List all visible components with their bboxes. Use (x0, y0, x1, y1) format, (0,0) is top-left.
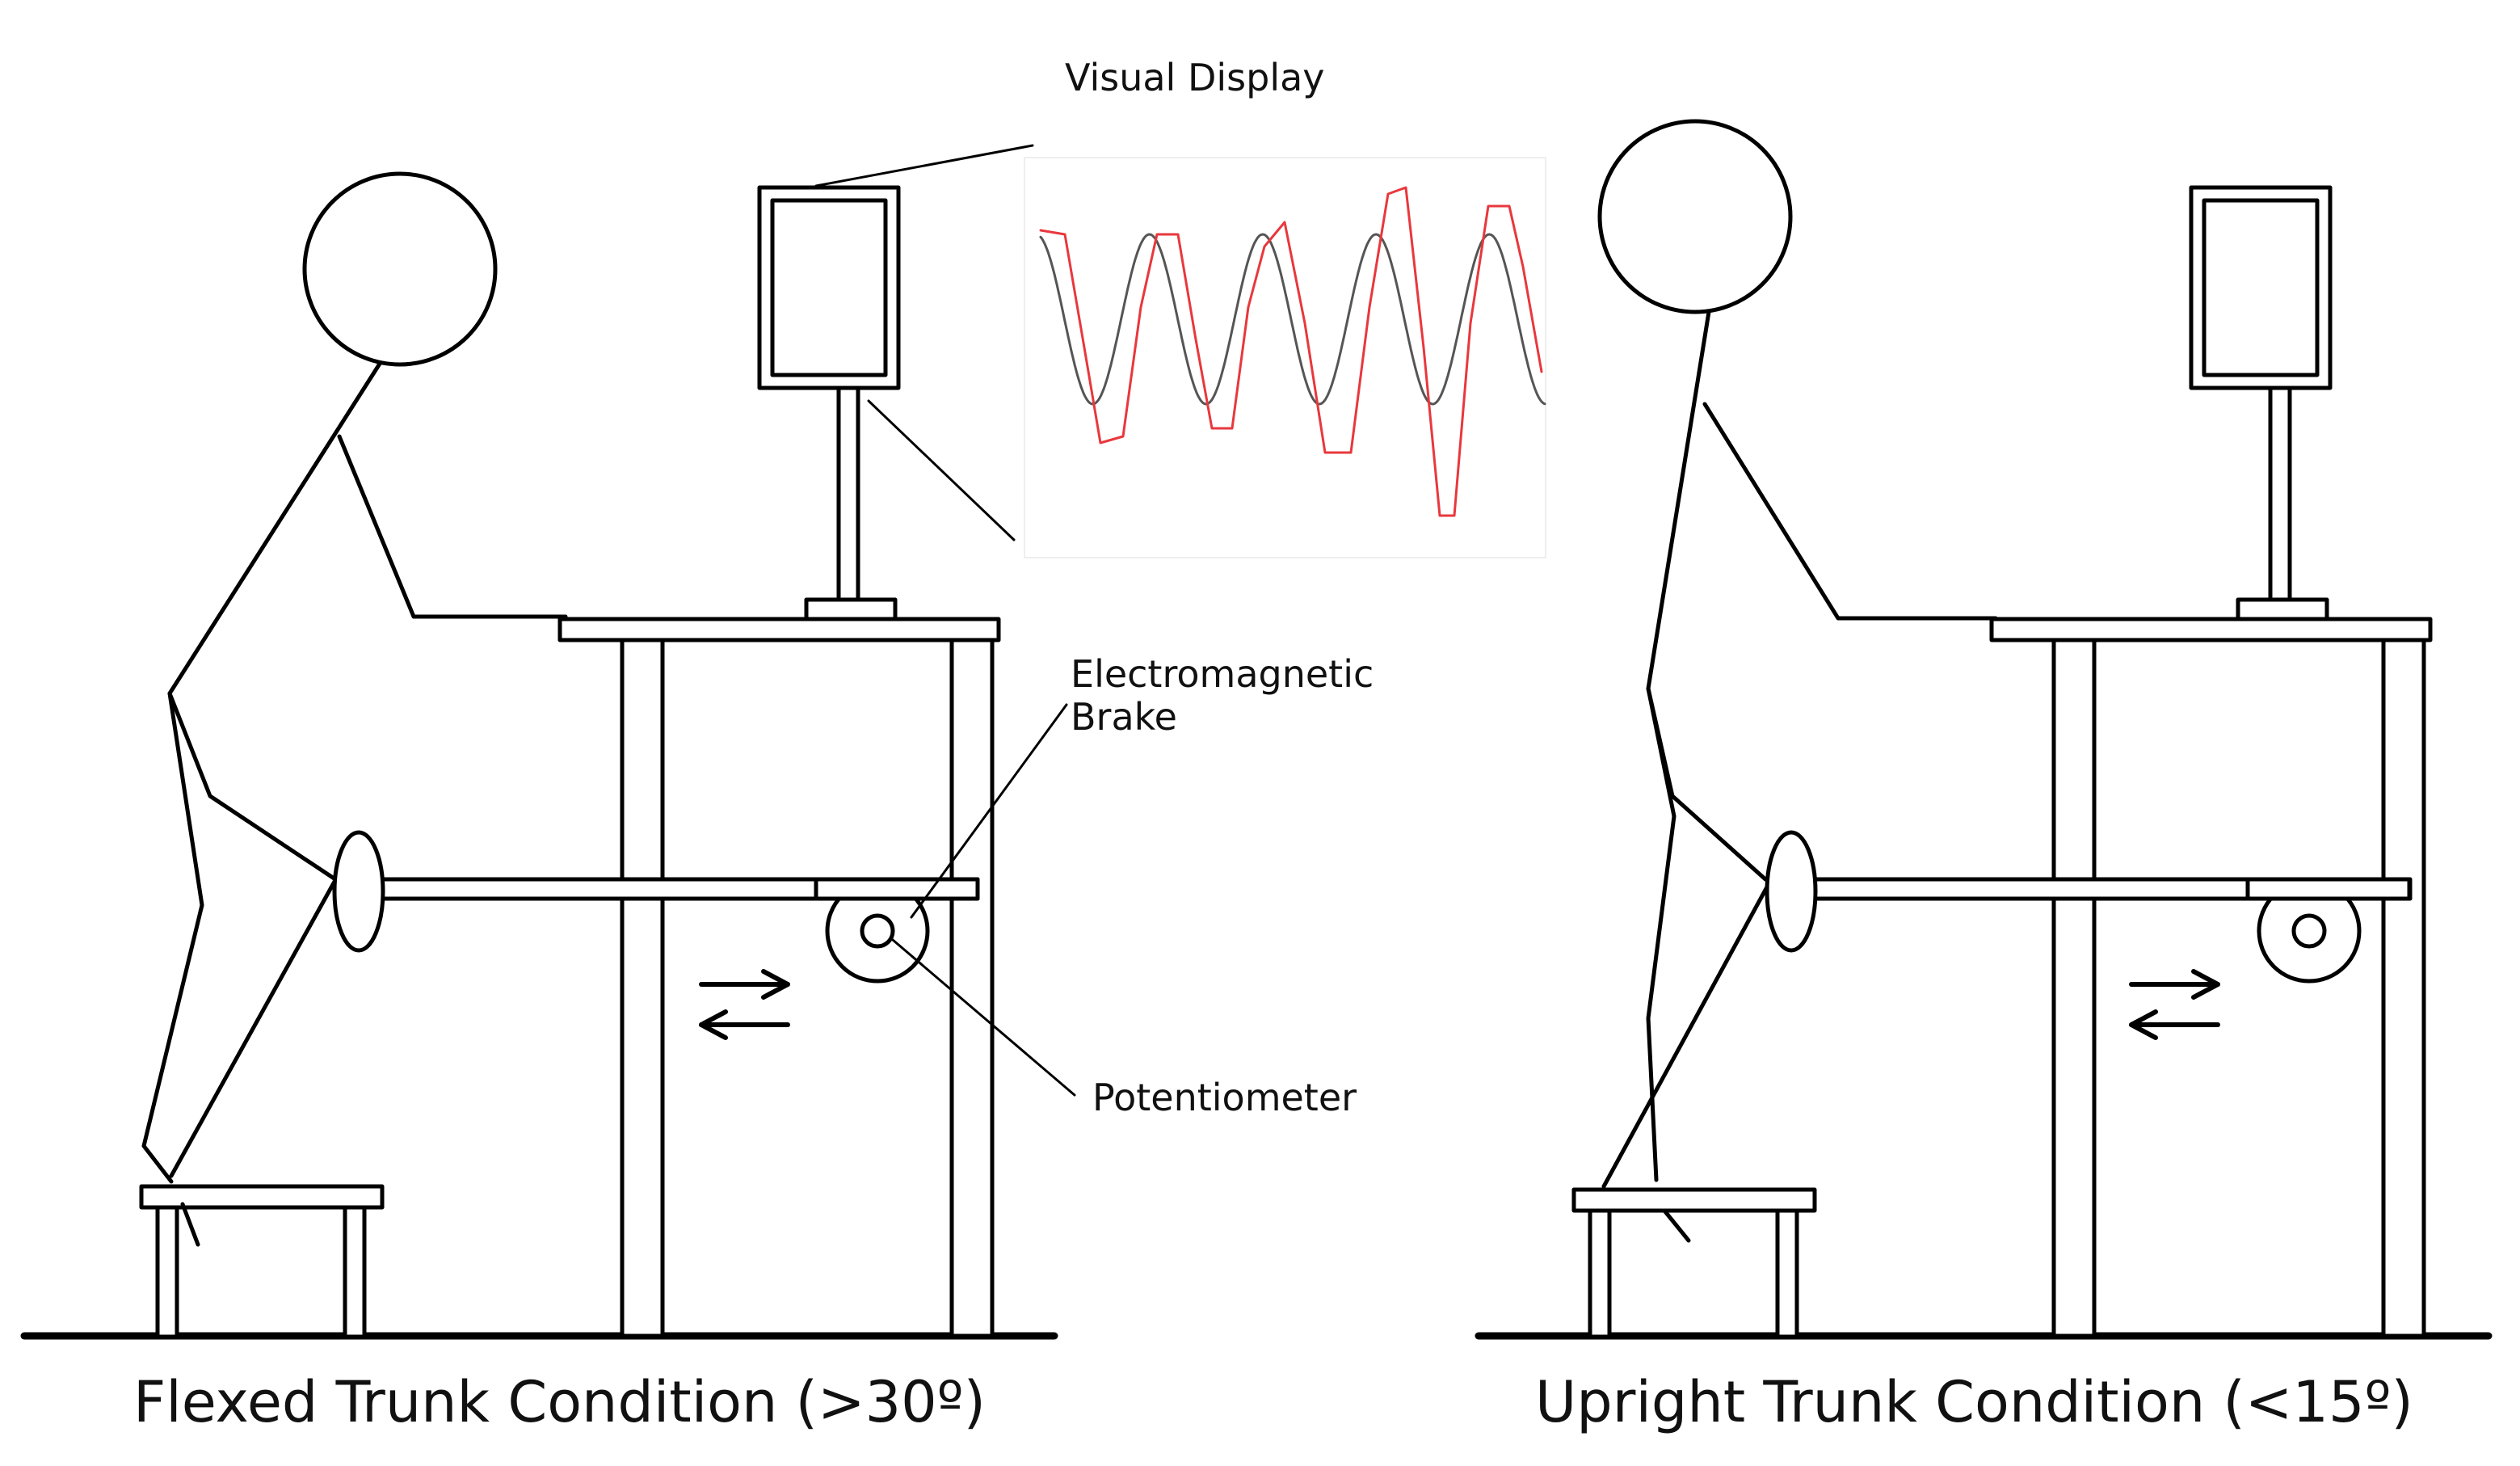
shin (169, 870, 342, 1178)
display-inset (1024, 157, 1546, 558)
visual-display-monitor (2189, 185, 2333, 621)
desk (557, 617, 1001, 1338)
head (302, 171, 498, 367)
brake-assembly (2245, 877, 2412, 984)
potentiometer (860, 913, 895, 949)
upright-caption: Upright Trunk Condition (<15º) (1535, 1369, 2413, 1435)
shin (1601, 880, 1772, 1189)
arm (1702, 402, 1998, 621)
knee-pad (332, 830, 385, 953)
electromagnetic-brake-label: Electromagnetic Brake (1071, 653, 1374, 739)
foot (180, 1202, 200, 1247)
upright-scene (1475, 119, 2493, 1340)
upright-figure (1597, 119, 1998, 1243)
brake-assembly (814, 877, 980, 984)
target-trace (1039, 233, 1546, 406)
arm (337, 434, 568, 619)
response-trace (1039, 186, 1543, 517)
thigh (167, 691, 338, 882)
flexed-figure (141, 171, 568, 1247)
foot (1662, 1208, 1691, 1243)
brake-callout-line (910, 703, 1068, 919)
potentiometer-callout-line (891, 938, 1076, 1097)
torso (1646, 310, 1711, 691)
footstool (139, 1184, 385, 1339)
display-callout-line (867, 399, 1016, 541)
flexed-scene (20, 144, 1546, 1340)
brake-label-line1: Electromagnetic (1071, 652, 1374, 696)
footstool (1571, 1187, 1817, 1339)
knee-pad (1765, 830, 1818, 953)
flexed-caption: Flexed Trunk Condition (>30º) (133, 1369, 986, 1435)
direction-arrows (699, 969, 790, 1040)
visual-display-monitor (757, 185, 901, 621)
potentiometer-label: Potentiometer (1092, 1076, 1357, 1119)
back-leg (1646, 686, 1676, 1182)
brake-label-line2: Brake (1071, 694, 1177, 739)
back-leg (141, 691, 204, 1184)
desk (1989, 617, 2433, 1338)
visual-display-label: Visual Display (1065, 56, 1325, 99)
head (1597, 119, 1793, 314)
display-callout-line (814, 144, 1034, 187)
potentiometer (2291, 913, 2327, 949)
torso (167, 361, 382, 696)
direction-arrows (2129, 969, 2220, 1040)
